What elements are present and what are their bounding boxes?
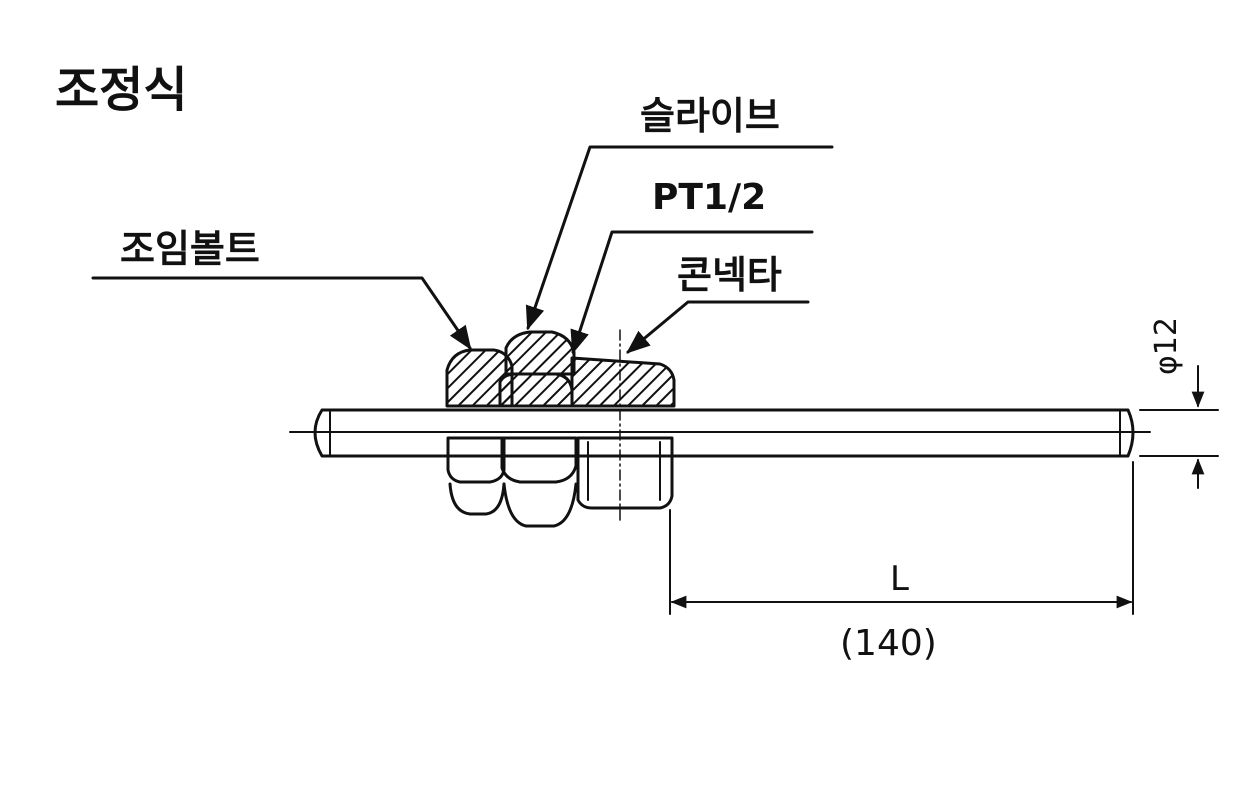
label-union-bolt: 조임볼트 [120,227,260,271]
connector-section [570,356,676,408]
sleeve-hex-lower [500,436,578,484]
connector-body-lower [576,436,674,510]
label-length-symbol: L [890,559,909,599]
label-diameter: φ12 [1149,317,1184,375]
sleeve-section [498,372,574,408]
leader-union-bolt [91,276,472,350]
label-thread: PT1/2 [652,177,767,218]
label-connector: 콘넥타 [677,253,782,297]
leader-thread [570,230,814,355]
union-bolt-hex-flat [448,482,506,516]
label-length-value: (140) [840,623,937,664]
protection-tube [313,408,1135,458]
diagram-title: 조정식 [55,62,188,118]
leader-sleeve [525,145,834,331]
sleeve-hex-flat [502,482,578,528]
leader-connector [626,300,810,354]
sleeve-section-top [504,330,576,376]
label-sleeve: 슬라이브 [640,94,780,138]
union-bolt-hex-lower [446,436,506,484]
